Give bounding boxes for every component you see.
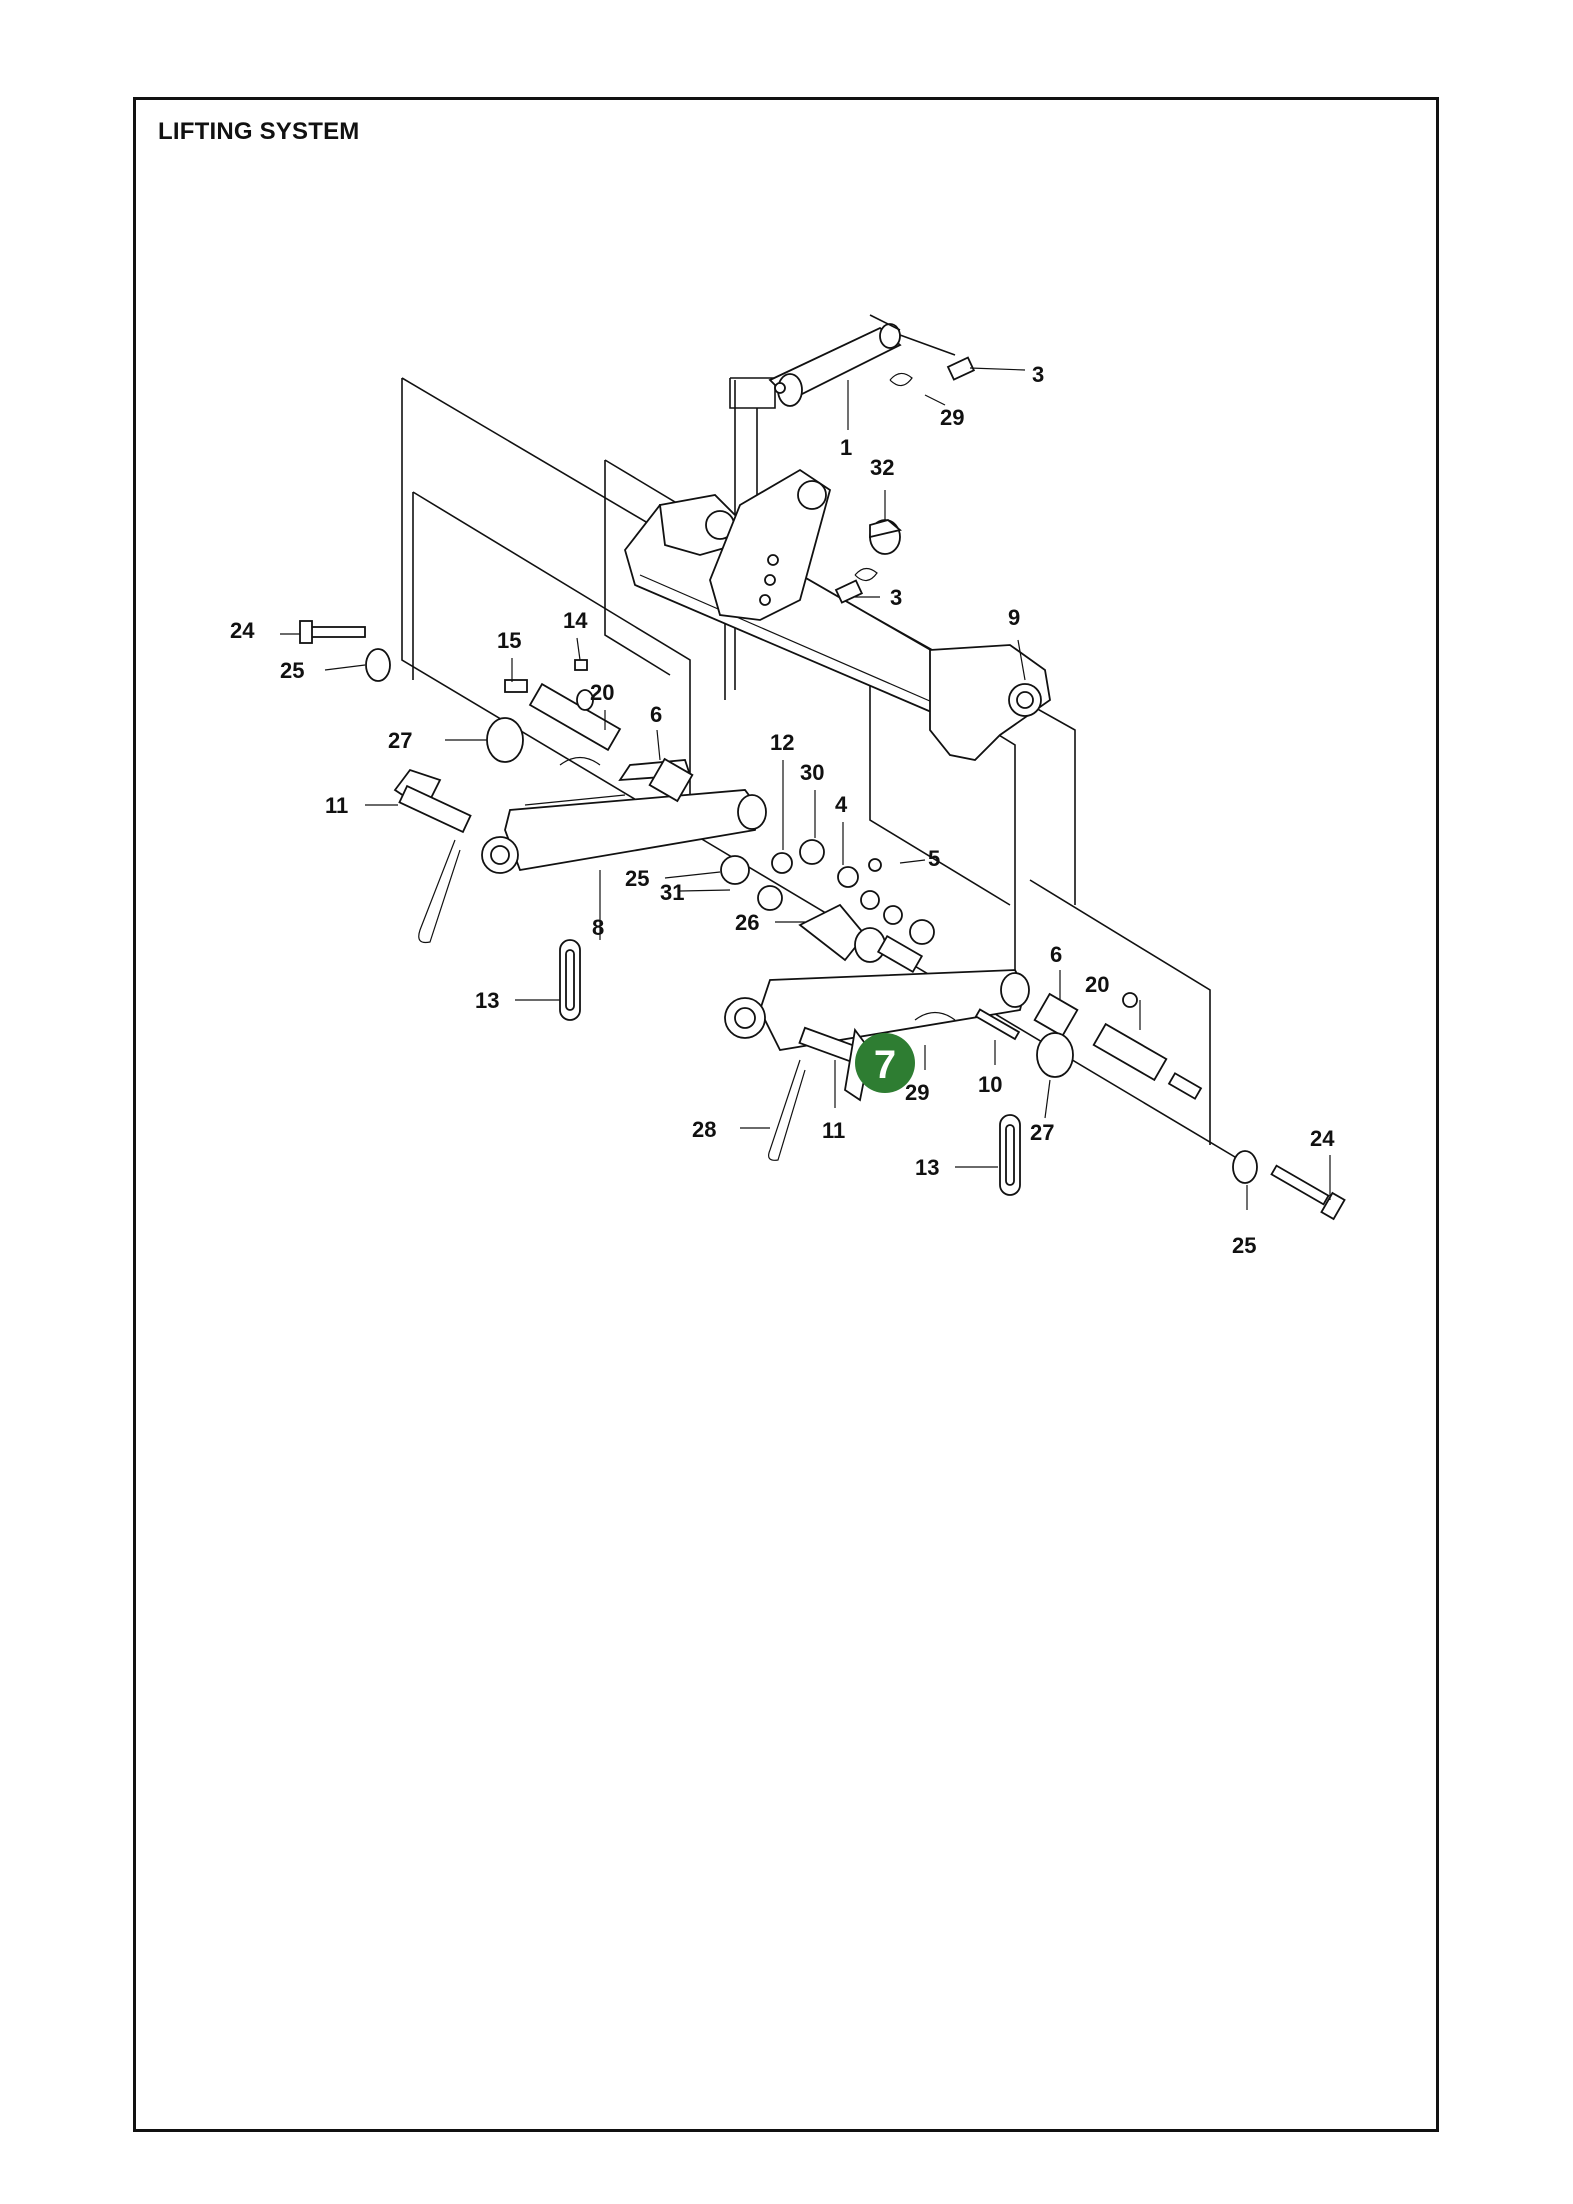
- callout-4: 4: [835, 792, 848, 817]
- callout-30: 30: [800, 760, 824, 785]
- pin-parts: [834, 356, 976, 604]
- main-frame-part: [624, 468, 1051, 761]
- callout-12: 12: [770, 730, 794, 755]
- callout-5: 5: [928, 846, 940, 871]
- callout-29-top: 29: [940, 405, 964, 430]
- callout-25-mid: 25: [625, 866, 649, 891]
- callout-9: 9: [1008, 605, 1020, 630]
- callout-labels: 1 3 29 32 3 9 24 25 14 15 20 6 27 11 12 …: [230, 362, 1335, 1258]
- callout-13-right: 13: [915, 1155, 939, 1180]
- callout-11-right: 11: [822, 1118, 845, 1143]
- right-bolt-parts: [1232, 1150, 1346, 1221]
- callout-24-right: 24: [1310, 1126, 1335, 1151]
- right-shaft-parts: [914, 992, 1203, 1100]
- callout-27-left: 27: [388, 728, 412, 753]
- callout-6-left: 6: [650, 702, 662, 727]
- callout-20-right: 20: [1085, 972, 1109, 997]
- callout-6-right: 6: [1050, 942, 1062, 967]
- left-lift-arm-part: [481, 759, 767, 874]
- callout-3-top: 3: [1032, 362, 1044, 387]
- callout-25-right: 25: [1232, 1233, 1256, 1258]
- highlight-circle[interactable]: [855, 1033, 915, 1093]
- highlight-label: 7: [874, 1043, 896, 1087]
- left-pin-assembly: [393, 768, 472, 944]
- callout-1: 1: [840, 435, 852, 460]
- center-small-parts: [720, 839, 935, 963]
- page-title: LIFTING SYSTEM: [158, 118, 360, 145]
- page-frame: [133, 97, 1439, 2132]
- callout-10: 10: [978, 1072, 1002, 1097]
- left-shaft-parts: [486, 659, 694, 806]
- callout-14: 14: [563, 608, 588, 633]
- bushing-part: [869, 519, 902, 555]
- callout-24-left: 24: [230, 618, 255, 643]
- right-lift-arm-part: [724, 934, 1030, 1051]
- callout-8: 8: [592, 915, 604, 940]
- highlight-marker[interactable]: 7: [855, 1033, 915, 1093]
- callout-3-mid: 3: [890, 585, 902, 610]
- callout-25-left: 25: [280, 658, 304, 683]
- callout-13-left: 13: [475, 988, 499, 1013]
- callout-20-left: 20: [590, 680, 614, 705]
- callout-31: 31: [660, 880, 684, 905]
- lift-cylinder-part: [768, 314, 956, 407]
- callout-28: 28: [692, 1117, 716, 1142]
- callout-26: 26: [735, 910, 759, 935]
- handle-slot-parts: [559, 939, 1021, 1196]
- callout-27-right: 27: [1030, 1120, 1054, 1145]
- callout-32: 32: [870, 455, 894, 480]
- callout-15: 15: [497, 628, 521, 653]
- callout-11-left: 11: [325, 793, 348, 818]
- left-bolt-parts: [299, 620, 391, 682]
- leader-lines: [280, 367, 1331, 1210]
- callout-29-bottom: 29: [905, 1080, 929, 1105]
